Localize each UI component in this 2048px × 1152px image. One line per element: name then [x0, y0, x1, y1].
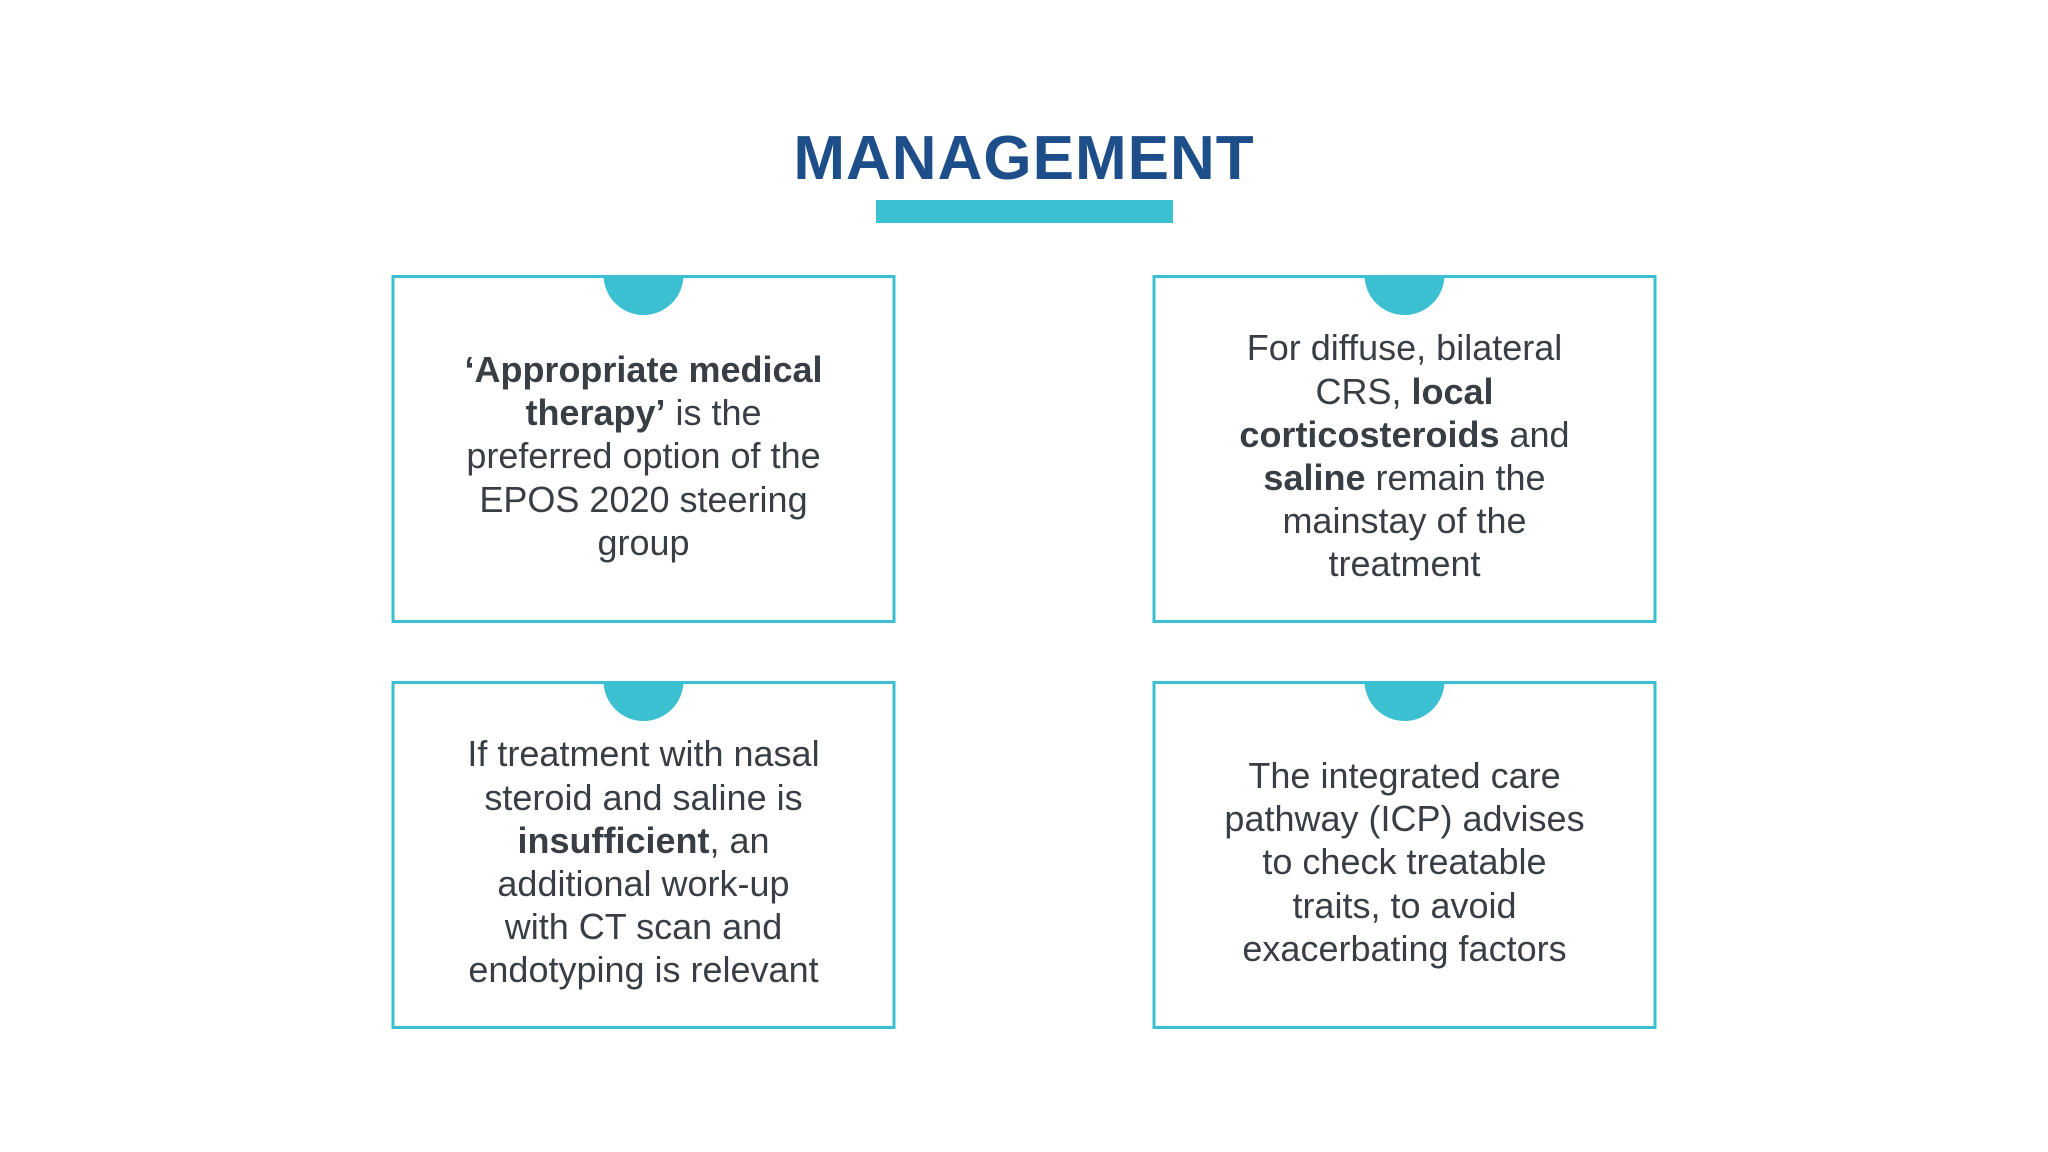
title-underline-bar — [875, 200, 1173, 223]
cards-grid: ‘Appropriate medical therapy’ is the pre… — [391, 275, 1657, 1029]
card-notch — [1364, 275, 1445, 315]
info-card-insufficient-workup: If treatment with nasal steroid and sali… — [391, 681, 896, 1029]
info-card-local-corticosteroids: For diffuse, bilateral CRS, local cortic… — [1152, 275, 1657, 623]
card-text: For diffuse, bilateral CRS, local cortic… — [1239, 327, 1570, 585]
card-text: The integrated care pathway (ICP) advise… — [1224, 755, 1585, 969]
card-text: ‘Appropriate medical therapy’ is the pre… — [464, 349, 823, 563]
page-title: MANAGEMENT — [793, 124, 1255, 193]
card-text: If treatment with nasal steroid and sali… — [467, 733, 820, 991]
info-card-integrated-care-pathway: The integrated care pathway (ICP) advise… — [1152, 681, 1657, 1029]
card-notch — [603, 681, 684, 721]
info-card-appropriate-therapy: ‘Appropriate medical therapy’ is the pre… — [391, 275, 896, 623]
card-notch — [1364, 681, 1445, 721]
card-notch — [603, 275, 684, 315]
slide-header: MANAGEMENT — [0, 128, 2048, 223]
